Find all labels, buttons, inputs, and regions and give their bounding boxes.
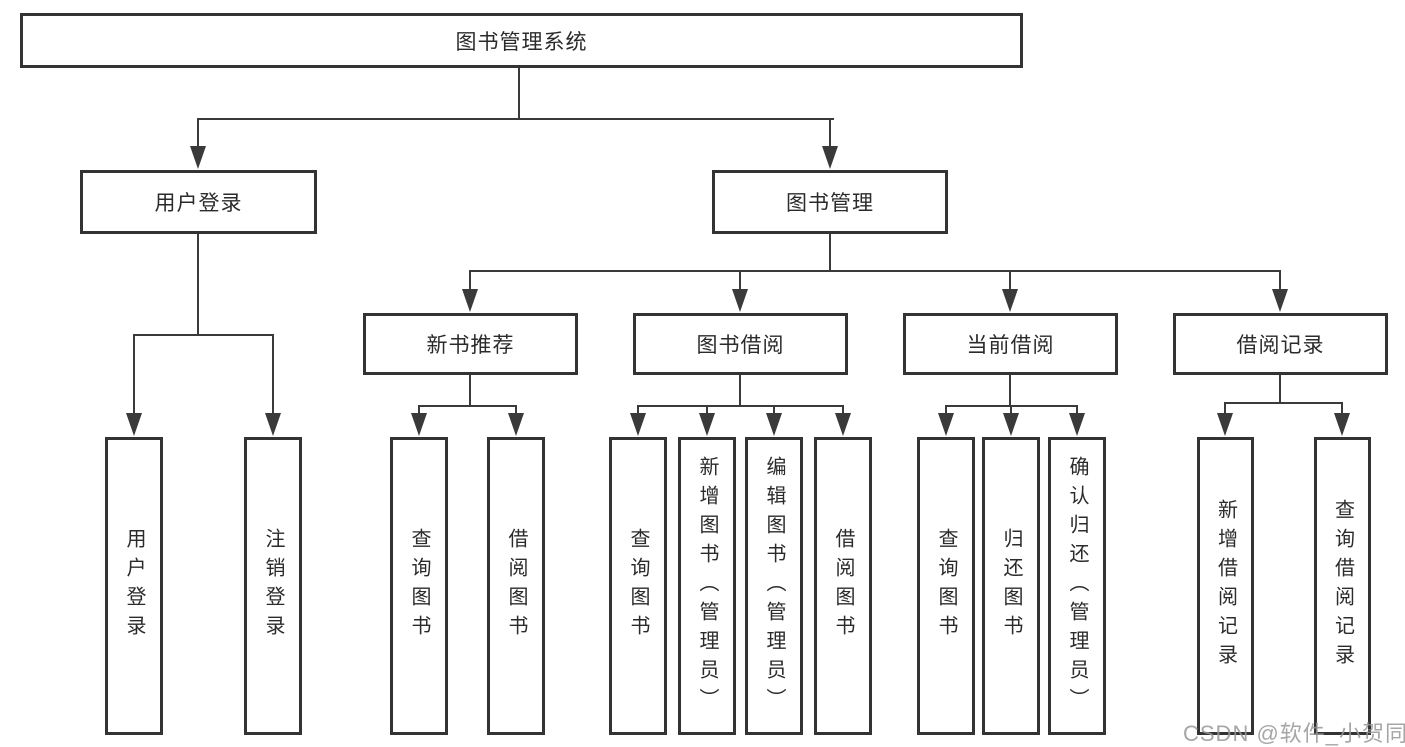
connector-line xyxy=(1224,402,1226,416)
arrowhead-down-icon xyxy=(411,413,427,436)
arrowhead-down-icon xyxy=(732,289,748,312)
arrowhead-down-icon xyxy=(938,413,954,436)
connector-line xyxy=(1009,375,1011,407)
leaf-add-books-admin: 新增图书（管理员） xyxy=(678,437,736,735)
leaf-logout: 注销登录 xyxy=(244,437,302,735)
leaf-query-books-1: 查询图书 xyxy=(390,437,448,735)
connector-line xyxy=(945,405,947,417)
connector-line xyxy=(469,270,471,292)
node-root: 图书管理系统 xyxy=(20,13,1023,68)
connector-line xyxy=(133,334,274,336)
arrowhead-down-icon xyxy=(190,146,206,169)
connector-line xyxy=(1224,402,1343,404)
arrowhead-down-icon xyxy=(462,289,478,312)
connector-line xyxy=(418,405,420,417)
leaf-query-borrow-record: 查询借阅记录 xyxy=(1314,437,1371,735)
arrowhead-down-icon xyxy=(508,413,524,436)
node-current-borrow: 当前借阅 xyxy=(903,313,1118,375)
node-new-book-recommend: 新书推荐 xyxy=(363,313,578,375)
connector-line xyxy=(197,118,834,120)
connector-line xyxy=(739,270,741,292)
connector-line xyxy=(829,118,831,151)
leaf-edit-books-admin: 编辑图书（管理员） xyxy=(745,437,803,735)
connector-line xyxy=(272,334,274,416)
arrowhead-down-icon xyxy=(1272,289,1288,312)
connector-line xyxy=(469,270,1281,272)
arrowhead-down-icon xyxy=(699,413,715,436)
connector-line xyxy=(1010,405,1012,417)
node-book-management: 图书管理 xyxy=(712,170,948,234)
connector-line xyxy=(1279,270,1281,292)
leaf-query-books-3: 查询图书 xyxy=(917,437,975,735)
leaf-user-login: 用户登录 xyxy=(105,437,163,735)
connector-line xyxy=(829,234,831,272)
connector-line xyxy=(1076,405,1078,417)
arrowhead-down-icon xyxy=(766,413,782,436)
arrowhead-down-icon xyxy=(1003,413,1019,436)
arrowhead-down-icon xyxy=(822,146,838,169)
arrowhead-down-icon xyxy=(126,413,142,436)
connector-line xyxy=(739,375,741,407)
connector-line xyxy=(637,405,639,417)
leaf-add-borrow-record: 新增借阅记录 xyxy=(1197,437,1254,735)
connector-line xyxy=(706,405,708,417)
connector-line xyxy=(1009,270,1011,292)
leaf-return-books: 归还图书 xyxy=(982,437,1040,735)
node-user-login: 用户登录 xyxy=(80,170,317,234)
arrowhead-down-icon xyxy=(1002,289,1018,312)
leaf-query-books-2: 查询图书 xyxy=(609,437,667,735)
leaf-confirm-return-admin: 确认归还（管理员） xyxy=(1048,437,1106,735)
arrowhead-down-icon xyxy=(835,413,851,436)
connector-line xyxy=(773,405,775,417)
connector-line xyxy=(518,68,520,120)
connector-line xyxy=(515,405,517,417)
connector-line xyxy=(197,234,199,336)
arrowhead-down-icon xyxy=(1334,413,1350,436)
connector-line xyxy=(842,405,844,417)
connector-line xyxy=(1279,375,1281,404)
arrowhead-down-icon xyxy=(265,413,281,436)
connector-line xyxy=(637,405,844,407)
node-borrow-records: 借阅记录 xyxy=(1173,313,1388,375)
node-book-borrow: 图书借阅 xyxy=(633,313,848,375)
connector-line xyxy=(1341,402,1343,416)
leaf-borrow-books-2: 借阅图书 xyxy=(814,437,872,735)
connector-line xyxy=(418,405,517,407)
leaf-borrow-books-1: 借阅图书 xyxy=(487,437,545,735)
csdn-watermark: CSDN @软件_小贺同学 xyxy=(1183,721,1405,746)
connector-line xyxy=(197,118,199,151)
arrowhead-down-icon xyxy=(630,413,646,436)
connector-line xyxy=(469,375,471,407)
connector-line xyxy=(133,334,135,416)
arrowhead-down-icon xyxy=(1069,413,1085,436)
arrowhead-down-icon xyxy=(1217,413,1233,436)
